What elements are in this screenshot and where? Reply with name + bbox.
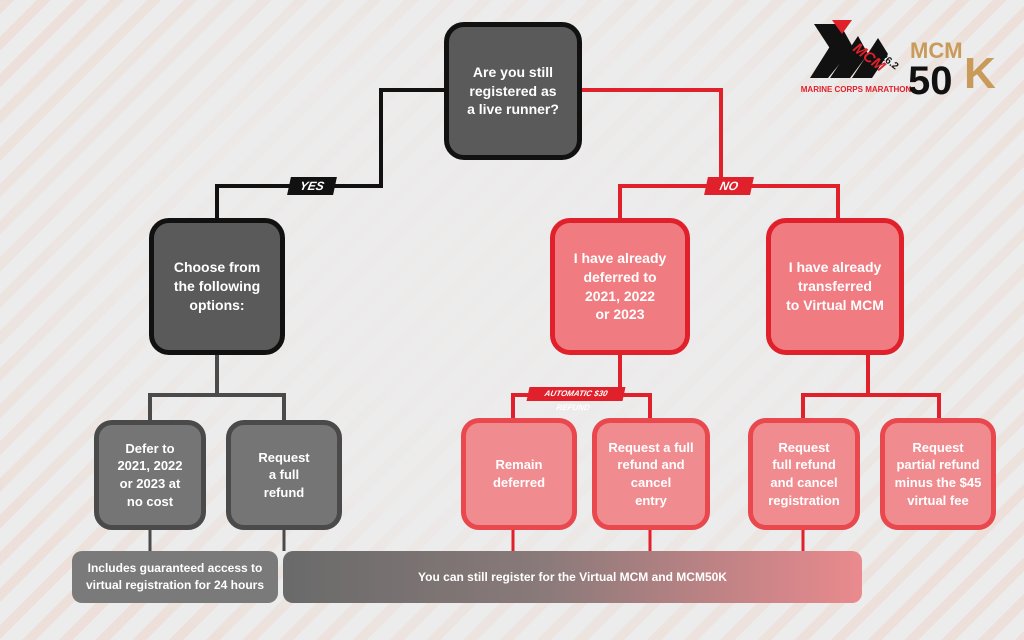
- transferred-right-connector: [868, 393, 941, 418]
- mcm50k-logo-number: 50: [908, 59, 953, 103]
- choose-options-box: Choose from the following options:: [149, 218, 285, 355]
- remain-deferred-box: Remain deferred: [461, 418, 577, 530]
- mcm50k-logo-top: MCM: [910, 38, 963, 63]
- mcm-logo-caption: MARINE CORPS MARATHON: [801, 85, 912, 94]
- yes-connector: [215, 88, 444, 218]
- mcm50k-logo-letter: K: [964, 49, 996, 98]
- choose-right-connector: [217, 393, 286, 420]
- mcm-logo: MCM 26.2 MARINE CORPS MARATHON: [801, 20, 911, 94]
- no-connector: [582, 88, 723, 186]
- guaranteed-access-note: Includes guaranteed access to virtual re…: [72, 551, 278, 603]
- yes-label: YES: [287, 177, 337, 195]
- automatic-refund-label: AUTOMATIC $30 REFUND: [526, 387, 626, 412]
- defer-box: Defer to 2021, 2022 or 2023 at no cost: [94, 420, 206, 530]
- full-refund-cancel-box: Request a full refund and cancel entry: [592, 418, 710, 530]
- already-transferred-box: I have already transferred to Virtual MC…: [766, 218, 904, 355]
- partial-refund-box: Request partial refund minus the $45 vir…: [880, 418, 996, 530]
- full-refund-cancel-registration-box: Request full refund and cancel registrat…: [748, 418, 860, 530]
- already-deferred-box: I have already deferred to 2021, 2022 or…: [550, 218, 690, 355]
- question-box: Are you still registered as a live runne…: [444, 22, 582, 160]
- deferred-right-connector: [620, 393, 652, 418]
- register-virtual-note: You can still register for the Virtual M…: [283, 551, 862, 603]
- choose-left-connector: [148, 355, 219, 420]
- mcm50k-logo: MCM 50 K: [908, 38, 996, 103]
- transferred-left-connector: [801, 355, 870, 418]
- request-refund-box: Request a full refund: [226, 420, 342, 530]
- no-label: NO: [704, 177, 754, 195]
